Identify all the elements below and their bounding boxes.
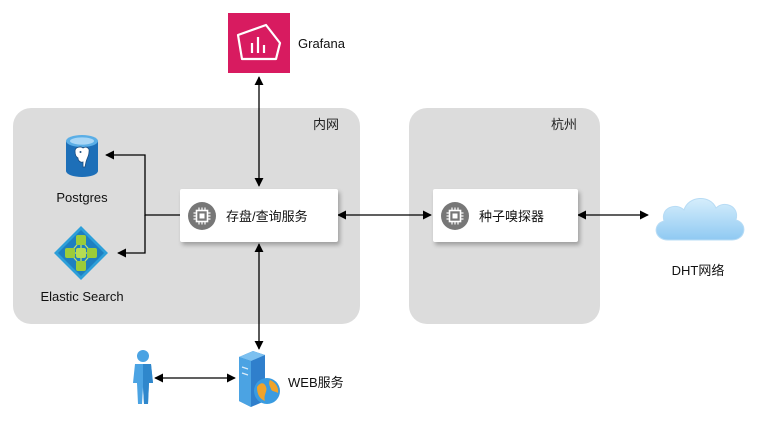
web-service-label: WEB服务 xyxy=(288,375,344,390)
grafana-icon xyxy=(228,13,290,73)
torrent-sniffer-box: 种子嗅探器 xyxy=(433,189,578,242)
region-label-hangzhou: 杭州 xyxy=(551,117,578,132)
link-storage-elastic xyxy=(117,215,146,258)
elastic-search-node xyxy=(54,226,108,280)
elastic-search-label: Elastic Search xyxy=(40,289,124,304)
dht-network-node xyxy=(650,190,746,246)
postgres-database-icon xyxy=(66,135,98,177)
cloud-icon xyxy=(655,198,745,241)
chip-icon xyxy=(188,201,216,230)
grafana-label: Grafana xyxy=(298,36,345,51)
grafana-node xyxy=(228,13,290,73)
chip-icon xyxy=(441,201,469,230)
region-label-intranet: 内网 xyxy=(313,117,340,132)
torrent-sniffer-label: 种子嗅探器 xyxy=(479,209,545,224)
web-server-icon xyxy=(239,351,280,407)
link-storage-postgres xyxy=(105,150,180,216)
postgres-label: Postgres xyxy=(56,190,108,205)
storage-query-service-label: 存盘/查询服务 xyxy=(226,209,308,224)
web-service-node xyxy=(235,349,281,407)
user-icon xyxy=(133,350,153,404)
postgres-node xyxy=(62,133,102,179)
dht-network-label: DHT网络 xyxy=(671,263,725,278)
elastic-search-icon xyxy=(54,226,108,280)
storage-query-service-box: 存盘/查询服务 xyxy=(180,189,338,242)
user-node xyxy=(131,349,155,405)
